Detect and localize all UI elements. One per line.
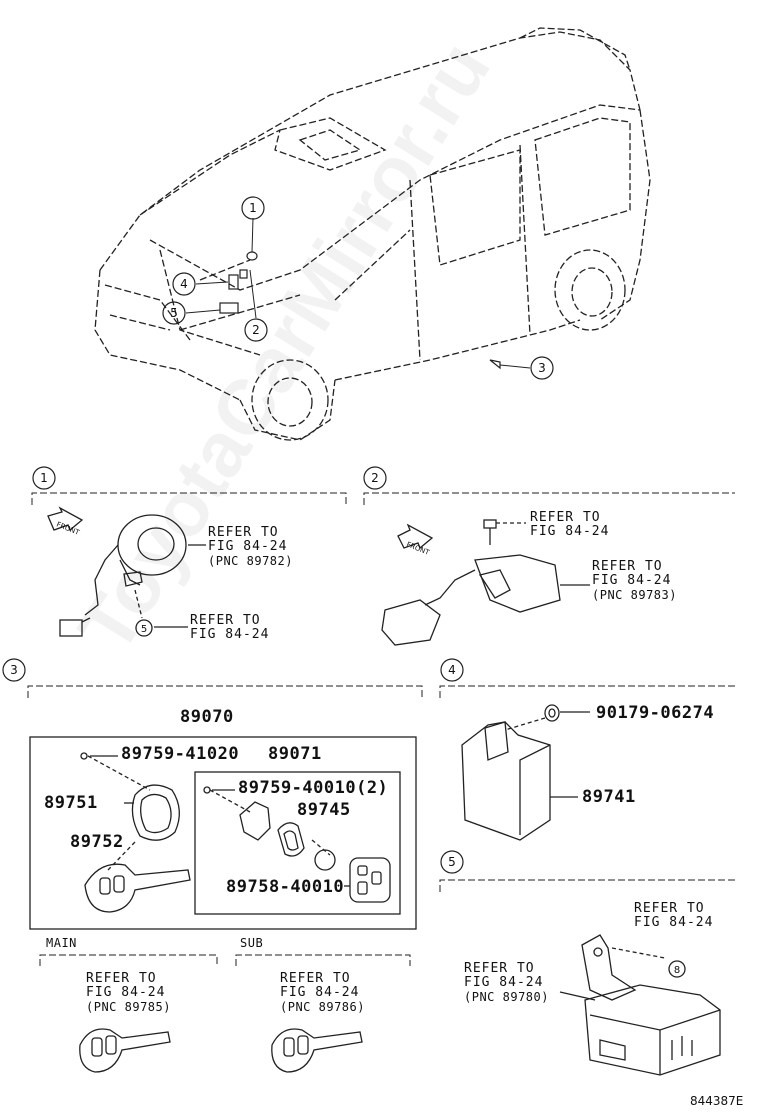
key-label-sub: SUB bbox=[240, 936, 264, 950]
callout-5-van: 5 bbox=[170, 306, 178, 320]
part-89070: 89070 bbox=[180, 707, 234, 727]
refer-label-s5-top: REFER TO FIG 84-24 bbox=[634, 901, 714, 930]
van-callout-leaders bbox=[185, 217, 531, 369]
section1-parts bbox=[47, 506, 206, 637]
callout-2-section: 2 bbox=[371, 471, 379, 485]
callout-1-van: 1 bbox=[249, 201, 257, 215]
part-89745: 89745 bbox=[297, 800, 351, 820]
part-89752: 89752 bbox=[70, 832, 124, 852]
callout-1-section: 1 bbox=[40, 471, 48, 485]
callout-4-section: 4 bbox=[448, 663, 456, 677]
part-89759-41020: 89759-41020 bbox=[121, 744, 240, 764]
callout-5-section: 5 bbox=[448, 855, 456, 869]
part-89071: 89071 bbox=[268, 744, 322, 764]
callout-4-van: 4 bbox=[180, 277, 188, 291]
section-dividers bbox=[27, 492, 735, 966]
callout-8-small: 8 bbox=[674, 965, 680, 976]
part-89758-40010: 89758-40010 bbox=[226, 877, 345, 897]
callout-5-small: 5 bbox=[141, 624, 147, 635]
callout-3-section: 3 bbox=[10, 663, 18, 677]
section-callout-circles bbox=[2, 466, 464, 874]
part-89751: 89751 bbox=[44, 793, 98, 813]
figure-code: 844387E bbox=[690, 1094, 744, 1108]
section3-parts bbox=[29, 736, 417, 1073]
section2-parts bbox=[381, 519, 590, 646]
section5-parts bbox=[559, 934, 721, 1076]
part-89759-40010: 89759-40010(2) bbox=[238, 778, 389, 798]
callout-3-van: 3 bbox=[538, 361, 546, 375]
refer-label-main-key: REFER TO FIG 84-24 (PNC 89785) bbox=[86, 971, 171, 1015]
refer-label-s1-lower: REFER TO FIG 84-24 bbox=[190, 613, 270, 642]
part-90179-06274: 90179-06274 bbox=[596, 703, 715, 723]
key-label-main: MAIN bbox=[46, 936, 77, 950]
part-89741: 89741 bbox=[582, 787, 636, 807]
refer-label-s5: REFER TO FIG 84-24 (PNC 89780) bbox=[464, 961, 549, 1005]
refer-label-s2: REFER TO FIG 84-24 (PNC 89783) bbox=[592, 559, 677, 603]
refer-label-sub-key: REFER TO FIG 84-24 (PNC 89786) bbox=[280, 971, 365, 1015]
van-callout-circles bbox=[162, 196, 554, 380]
van-components bbox=[219, 251, 501, 370]
refer-label-s1: REFER TO FIG 84-24 (PNC 89782) bbox=[208, 525, 293, 569]
refer-label-s2-top: REFER TO FIG 84-24 bbox=[530, 510, 610, 539]
section4-parts bbox=[461, 704, 590, 841]
front-arrow-label-1: FRONT bbox=[55, 520, 81, 537]
van-illustration bbox=[94, 27, 651, 441]
callout-2-van: 2 bbox=[252, 323, 260, 337]
